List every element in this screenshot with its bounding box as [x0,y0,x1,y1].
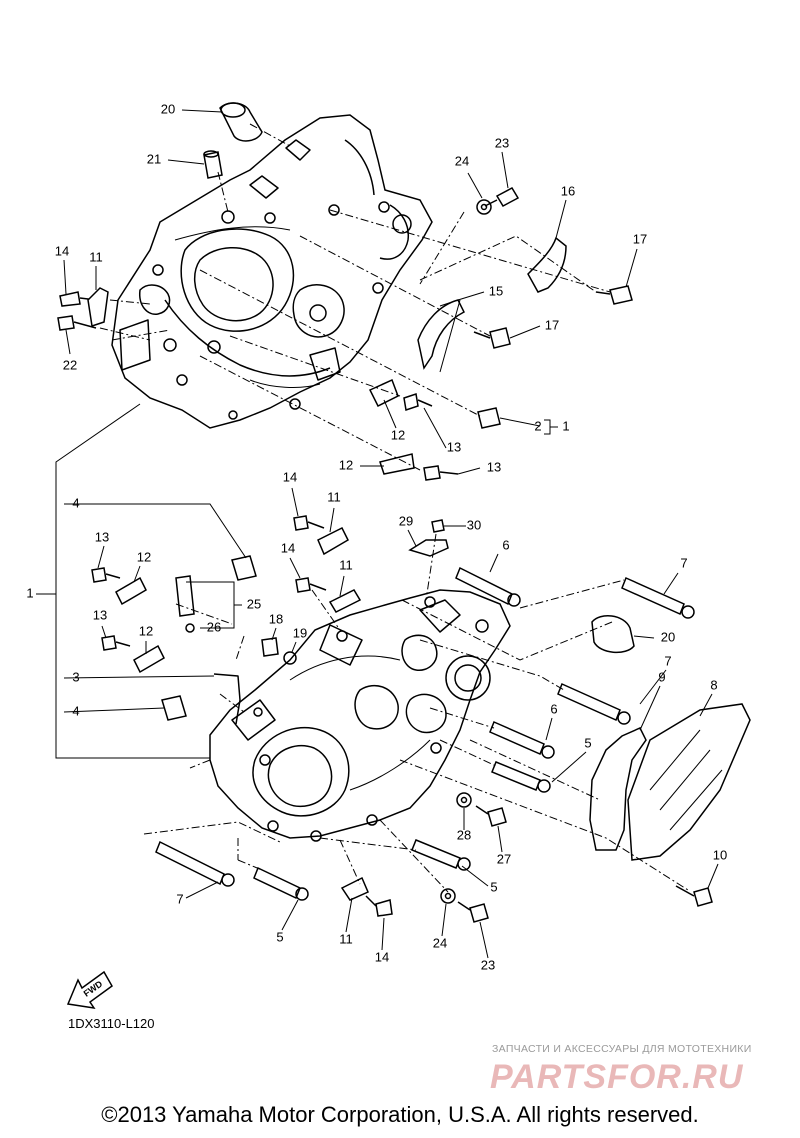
callout-2: 2 [534,418,541,433]
callout-11: 11 [327,489,341,504]
callout-27: 27 [497,851,511,866]
callout-23: 23 [495,135,509,150]
callout-9: 9 [658,669,665,684]
callout-23: 23 [481,957,495,972]
callout-5: 5 [276,929,283,944]
callout-4: 4 [72,703,79,718]
callout-14: 14 [55,243,69,258]
callout-7: 7 [680,555,687,570]
callout-17: 17 [545,317,559,332]
callout-7: 7 [176,891,183,906]
callout-14: 14 [281,540,295,555]
callout-24: 24 [455,153,469,168]
callout-17: 17 [633,231,647,246]
callout-19: 19 [293,625,307,640]
callout-22: 22 [63,357,77,372]
callout-6: 6 [550,701,557,716]
callout-13: 13 [487,459,501,474]
callout-14: 14 [375,949,389,964]
watermark-logo: PARTSFOR.RU [490,1058,744,1096]
callout-6: 6 [502,537,509,552]
callout-21: 21 [147,151,161,166]
copyright-notice: ©2013 Yamaha Motor Corporation, U.S.A. A… [101,1102,699,1127]
callout-24: 24 [433,935,447,950]
callout-1: 1 [26,585,33,600]
callout-28: 28 [457,827,471,842]
callout-12: 12 [391,427,405,442]
callout-18: 18 [269,611,283,626]
crankcase-right-half [189,589,511,842]
callout-7: 7 [664,653,671,668]
callout-11: 11 [89,249,103,264]
callout-30: 30 [467,517,481,532]
callout-10: 10 [713,847,727,862]
callout-13: 13 [93,607,107,622]
callout-12: 12 [137,549,151,564]
callout-12: 12 [339,457,353,472]
callout-5: 5 [584,735,591,750]
callout-12: 12 [139,623,153,638]
callout-25: 25 [247,596,261,611]
callout-labels: 20 21 24 23 16 17 14 11 15 17 22 2 1 12 … [26,101,727,972]
callout-13: 13 [95,529,109,544]
callout-11: 11 [339,557,353,572]
callout-11: 11 [339,931,353,946]
callout-15: 15 [489,283,503,298]
callout-3: 3 [72,669,79,684]
small-parts [57,102,751,923]
callout-5: 5 [490,879,497,894]
fwd-arrow-icon: FWD [66,970,113,1010]
callout-4: 4 [72,495,79,510]
callout-26: 26 [207,619,221,634]
callout-29: 29 [399,513,413,528]
callout-16: 16 [561,183,575,198]
callout-20: 20 [161,101,175,116]
callout-13: 13 [447,439,461,454]
callout-20: 20 [661,629,675,644]
leader-lines [36,109,719,959]
callout-14: 14 [283,469,297,484]
diagram-code: 1DX3110-L120 [68,1016,155,1031]
callout-8: 8 [710,677,717,692]
callout-1: 1 [562,418,569,433]
watermark-text: ЗАПЧАСТИ И АКСЕССУАРЫ ДЛЯ МОТОТЕХНИКИ [492,1043,752,1055]
